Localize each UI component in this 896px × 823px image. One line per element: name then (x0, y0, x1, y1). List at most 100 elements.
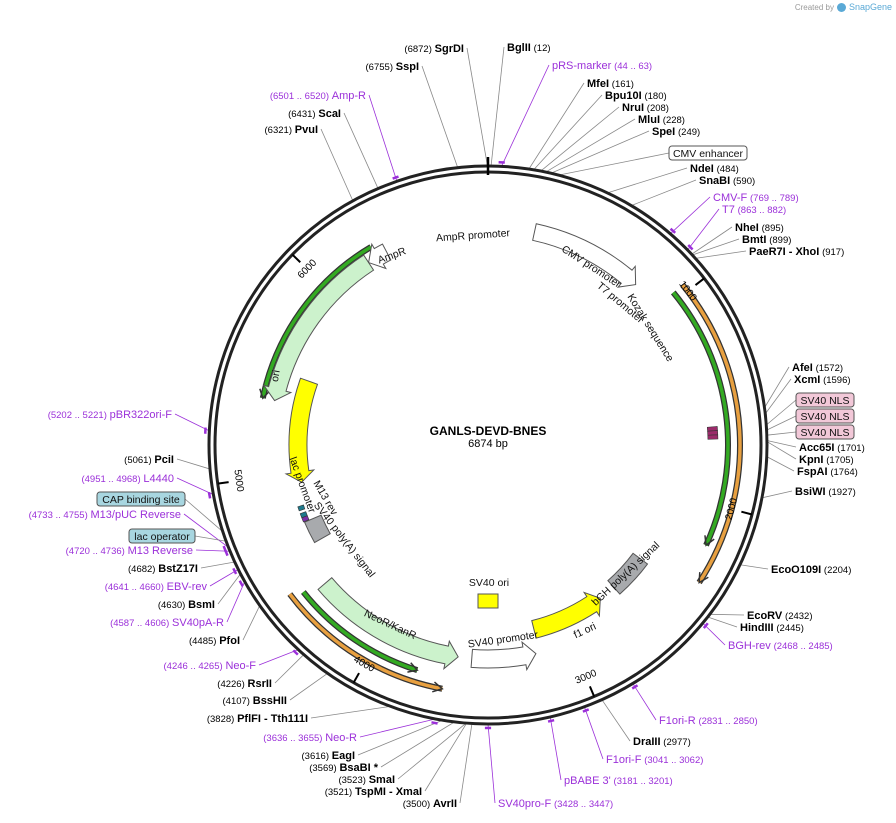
primer-sv40pa-r[interactable]: (4587 .. 4606) SV40pA-R (110, 617, 224, 629)
enzyme-bsshii[interactable]: (4107) BssHII (223, 695, 288, 707)
enzyme-scai[interactable]: (6431) ScaI (288, 108, 341, 120)
primer-amp-r[interactable]: (6501 .. 6520) Amp-R (270, 90, 366, 102)
enzyme-hindiii[interactable]: HindIII (2445) (740, 622, 804, 634)
primer-ebv-rev[interactable]: (4641 .. 4660) EBV-rev (105, 581, 208, 593)
site-coordinates: (590) (733, 176, 755, 187)
svg-text:PaeR7I - XhoI (917): PaeR7I - XhoI (917) (749, 246, 844, 258)
primer-neo-f[interactable]: (4246 .. 4265) Neo-F (164, 660, 257, 672)
primer-m13-puc-reverse[interactable]: (4733 .. 4755) M13/pUC Reverse (29, 509, 181, 521)
enzyme-sgrdi[interactable]: (6872) SgrDI (404, 43, 464, 55)
site-coordinates: (6872) (404, 44, 431, 55)
site-coordinates: (5061) (124, 455, 151, 466)
m13-rev-marker[interactable] (301, 515, 310, 523)
primer-sv40pro-f[interactable]: SV40pro-F (3428 .. 3447) (498, 798, 613, 810)
leader-line (545, 118, 636, 173)
primer-neo-r[interactable]: (3636 .. 3655) Neo-R (263, 732, 357, 744)
primer-l4440[interactable]: (4951 .. 4968) L4440 (81, 473, 174, 485)
feature-neor-kanr[interactable] (317, 577, 459, 670)
leader-line (397, 722, 467, 780)
feature-ampr[interactable] (262, 254, 375, 402)
green-band-neo (301, 590, 418, 672)
enzyme-ndei[interactable]: NdeI (484) (690, 163, 739, 175)
feature-box-cmv-enhancer[interactable]: CMV enhancer (668, 145, 748, 161)
svg-text:MfeI (161): MfeI (161) (587, 78, 634, 90)
site-coordinates: (3521) (325, 787, 352, 798)
feature-box-sv40-nls[interactable]: SV40 NLS (795, 392, 855, 408)
feature-label-sv40-ori: SV40 ori (469, 577, 509, 589)
primer-bgh-rev[interactable]: BGH-rev (2468 .. 2485) (728, 640, 833, 652)
feature-box-lac-operator[interactable]: lac operator (128, 528, 196, 544)
feature-box-sv40-nls[interactable]: SV40 NLS (795, 408, 855, 424)
enzyme-eagi[interactable]: (3616) EagI (302, 750, 355, 762)
enzyme-bsmi[interactable]: (4630) BsmI (158, 599, 215, 611)
enzyme-fspai[interactable]: FspAI (1764) (797, 466, 858, 478)
svg-text:F1ori-F (3041 .. 3062): F1ori-F (3041 .. 3062) (606, 754, 703, 766)
enzyme-nrui[interactable]: NruI (208) (622, 102, 669, 114)
sv40-ori-box[interactable] (477, 593, 499, 609)
enzyme-draiii[interactable]: DraIII (2977) (633, 736, 691, 748)
feature-box-frame (795, 408, 855, 424)
sv40-nls-marker[interactable] (707, 430, 719, 436)
enzyme-smai[interactable]: (3523) SmaI (338, 774, 395, 786)
cap-binding-site-marker[interactable] (297, 504, 306, 512)
site-coordinates: (4226) (217, 679, 244, 690)
feature-ampr-promoter[interactable] (368, 242, 392, 270)
enzyme-bstz17i[interactable]: (4682) BstZ17I (128, 563, 198, 575)
enzyme-ecoo109i[interactable]: EcoO109I (2204) (771, 564, 851, 576)
svg-text:BGH-rev (2468 .. 2485): BGH-rev (2468 .. 2485) (728, 640, 833, 652)
enzyme-pflfi-tth111i[interactable]: (3828) PflFI - Tth111I (207, 713, 308, 725)
enzyme-pcii[interactable]: (5061) PciI (124, 454, 174, 466)
feature-bgh-poly-a-signal[interactable] (607, 552, 649, 595)
enzyme-bsiwi[interactable]: BsiWI (1927) (795, 486, 856, 498)
enzyme-pfoi[interactable]: (4485) PfoI (189, 635, 240, 647)
feature-box-frame (795, 392, 855, 408)
leader-line (424, 722, 467, 792)
site-coordinates: (1701) (837, 443, 864, 454)
enzyme-mfei[interactable]: MfeI (161) (587, 78, 634, 90)
enzyme-kpni[interactable]: KpnI (1705) (799, 454, 854, 466)
enzyme-bmti[interactable]: BmtI (899) (742, 234, 791, 246)
sv40-nls-marker[interactable] (707, 434, 719, 440)
enzyme-avrii[interactable]: (3500) AvrII (403, 798, 457, 810)
enzyme-bpu10i[interactable]: Bpu10I (180) (605, 90, 667, 102)
feature-f1-ori[interactable] (531, 591, 601, 639)
enzyme-snabi[interactable]: SnaBI (590) (699, 175, 755, 187)
feature-cmv-promoter[interactable] (532, 223, 637, 288)
primer-m13-reverse[interactable]: (4720 .. 4736) M13 Reverse (66, 545, 193, 557)
site-name: PaeR7I - XhoI (749, 246, 819, 258)
enzyme-afei[interactable]: AfeI (1572) (792, 362, 843, 374)
enzyme-tspmi-xmai[interactable]: (3521) TspMI - XmaI (325, 786, 422, 798)
feature-sv40-poly-a-signal[interactable] (303, 514, 331, 544)
feature-sv40-promoter[interactable] (470, 640, 537, 672)
primer-t7[interactable]: T7 (863 .. 882) (722, 204, 786, 216)
enzyme-sspi[interactable]: (6755) SspI (366, 61, 419, 73)
enzyme-bsabi[interactable]: (3569) BsaBI * (309, 762, 378, 774)
primer-f1ori-r[interactable]: F1ori-R (2831 .. 2850) (659, 715, 758, 727)
primer-f1ori-f[interactable]: F1ori-F (3041 .. 3062) (606, 754, 703, 766)
tick-label: 5000 (231, 469, 245, 493)
leader-line (764, 366, 790, 408)
enzyme-rsrii[interactable]: (4226) RsrII (217, 678, 272, 690)
enzyme-ecorv[interactable]: EcoRV (2432) (747, 610, 813, 622)
enzyme-acc65i[interactable]: Acc65I (1701) (799, 442, 865, 454)
primer-binding-mark (702, 622, 709, 629)
svg-text:SnaBI (590): SnaBI (590) (699, 175, 755, 187)
site-coordinates: (5202 .. 5221) (48, 410, 107, 421)
enzyme-paer7i-xhoi[interactable]: PaeR7I - XhoI (917) (749, 246, 844, 258)
feature-box-cap-binding-site[interactable]: CAP binding site (96, 491, 186, 507)
enzyme-pvui[interactable]: (6321) PvuI (265, 124, 318, 136)
feature-box-sv40-nls[interactable]: SV40 NLS (795, 424, 855, 440)
primer-pbr322ori-f[interactable]: (5202 .. 5221) pBR322ori-F (48, 409, 173, 421)
site-coordinates: (2977) (663, 737, 690, 748)
primer-pbabe-3[interactable]: pBABE 3' (3181 .. 3201) (564, 775, 673, 787)
primer-prs-marker[interactable]: pRS-marker (44 .. 63) (552, 60, 652, 72)
enzyme-mlui[interactable]: MluI (228) (638, 114, 685, 126)
svg-text:BglII (12): BglII (12) (507, 42, 551, 54)
primer-cmv-f[interactable]: CMV-F (769 .. 789) (713, 192, 799, 204)
enzyme-nhei[interactable]: NheI (895) (735, 222, 784, 234)
feature-ori[interactable] (284, 377, 319, 483)
enzyme-bglii[interactable]: BglII (12) (507, 42, 551, 54)
enzyme-xcmi[interactable]: XcmI (1596) (794, 374, 851, 386)
enzyme-spei[interactable]: SpeI (249) (652, 126, 700, 138)
